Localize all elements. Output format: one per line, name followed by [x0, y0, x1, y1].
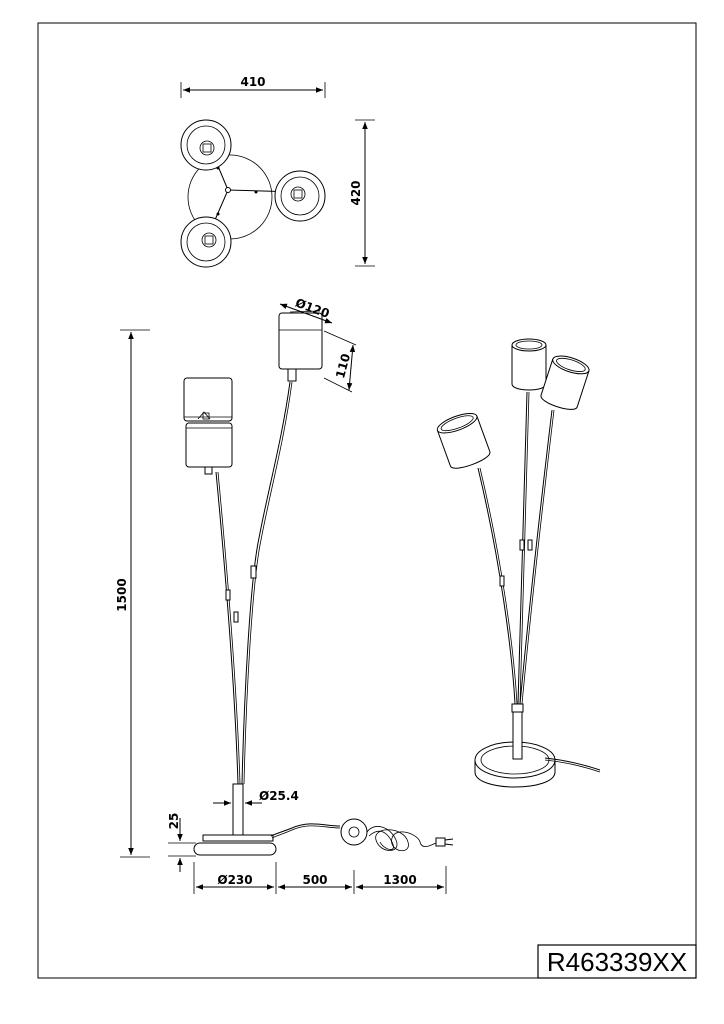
- base-diameter-label: Ø230: [217, 873, 252, 887]
- product-code-box: R463339XX: [537, 944, 697, 979]
- base-height-label: 25: [167, 813, 181, 830]
- pole-diameter-label: Ø25.4: [259, 789, 299, 803]
- dimension-shade-height: 110: [323, 330, 357, 393]
- dimension-pole-diameter: Ø25.4: [213, 789, 299, 806]
- cable-after-switch-label: 1300: [383, 873, 416, 887]
- dimension-bottom-chain: Ø230 500 1300: [193, 862, 447, 894]
- shade-height-label: 110: [333, 352, 353, 380]
- top-depth-label: 420: [349, 180, 363, 205]
- perspective-view: [436, 338, 601, 788]
- top-width-label: 410: [240, 75, 265, 89]
- front-view: [183, 310, 454, 856]
- cable-to-switch-label: 500: [302, 873, 327, 887]
- total-height-label: 1500: [115, 578, 129, 611]
- dimension-top-width: 410: [180, 75, 326, 98]
- top-view: [180, 119, 326, 268]
- dimension-base-height: 25: [167, 813, 196, 872]
- product-code: R463339XX: [547, 947, 687, 977]
- dimension-total-height: 1500: [115, 329, 150, 858]
- dimension-top-depth: 420: [349, 119, 375, 267]
- drawing-frame: [37, 22, 697, 979]
